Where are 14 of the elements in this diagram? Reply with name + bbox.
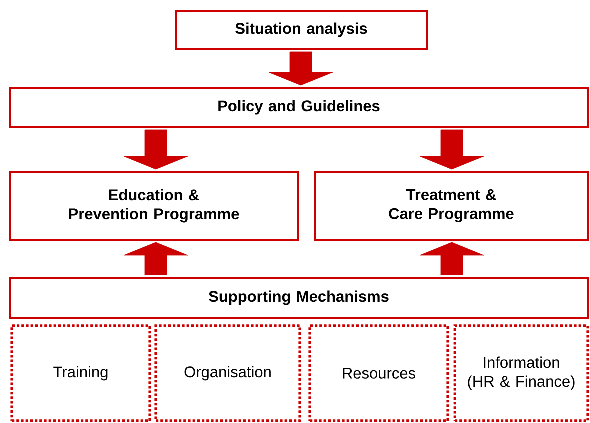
support-box: Organisation <box>154 324 302 422</box>
process-box: Situation analysis <box>175 10 428 50</box>
block-arrow <box>420 242 484 276</box>
process-box: Policy and Guidelines <box>9 87 589 128</box>
block-arrow <box>268 52 334 86</box>
process-box: Education & Prevention Programme <box>9 171 299 241</box>
block-arrow <box>420 130 484 170</box>
process-box: Supporting Mechanisms <box>9 277 589 319</box>
support-box: Training <box>10 324 152 422</box>
block-arrow <box>124 130 188 170</box>
support-box: Resources <box>308 324 450 422</box>
block-arrow <box>124 242 188 276</box>
process-box: Treatment & Care Programme <box>314 171 589 241</box>
support-box: Information (HR & Finance) <box>454 324 590 422</box>
